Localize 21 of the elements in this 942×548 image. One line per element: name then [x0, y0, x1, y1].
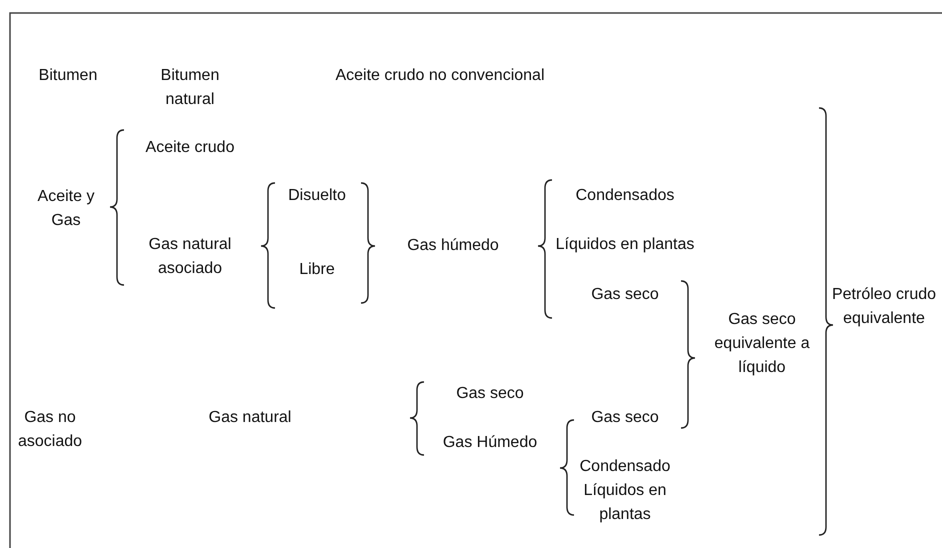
- category-label: Gas seco: [455, 384, 525, 404]
- category-label: Bitumen: [38, 66, 98, 86]
- category-label: Gas Húmedo: [442, 433, 538, 453]
- category-label: Libre: [298, 260, 336, 280]
- category-label: Gas no asociado: [16, 408, 84, 452]
- category-label: Gas natural: [208, 408, 292, 428]
- category-label: Condensado: [578, 457, 672, 477]
- category-label: Condensados: [574, 186, 676, 206]
- category-label: Gas natural asociado: [148, 235, 232, 279]
- category-label: Líquidos en plantas: [554, 235, 696, 255]
- category-label: Disuelto: [287, 186, 347, 206]
- category-label: Líquidos en plantas: [582, 481, 668, 525]
- category-label: Gas seco: [590, 408, 660, 428]
- category-label: Bitumen natural: [160, 66, 220, 110]
- category-label: Gas seco: [590, 285, 660, 305]
- category-label: Gas seco equivalente a líquido: [713, 310, 811, 378]
- category-label: Aceite crudo no convencional: [335, 66, 545, 86]
- category-label: Aceite crudo: [144, 138, 236, 158]
- category-label: Gas húmedo: [406, 236, 500, 256]
- category-label: Aceite y Gas: [36, 187, 96, 231]
- category-label: Petróleo crudo equivalente: [830, 285, 938, 329]
